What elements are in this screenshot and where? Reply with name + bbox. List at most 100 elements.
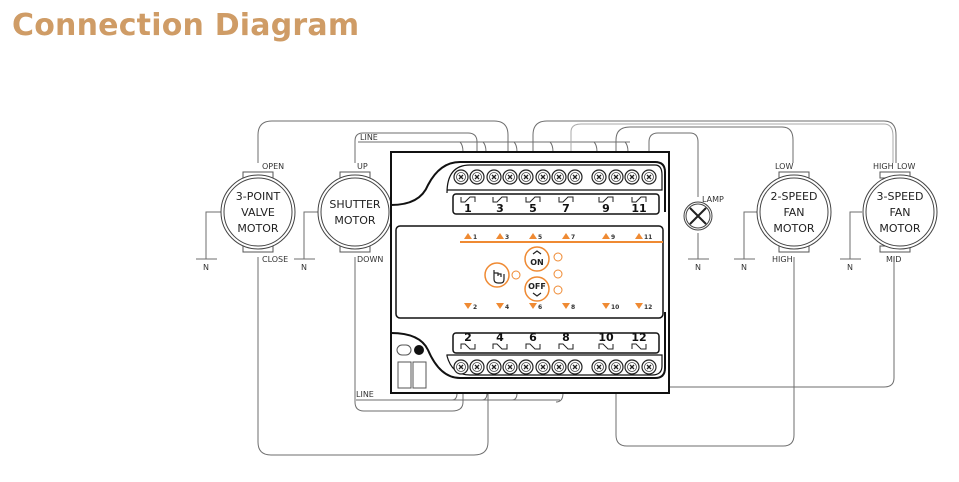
terminal-label: MID <box>886 255 901 264</box>
triangle-down-icon <box>529 303 537 309</box>
line-label-bottom: LINE <box>356 390 374 399</box>
screw-terminal[interactable] <box>518 359 534 375</box>
triangle-down-icon <box>562 303 570 309</box>
line-label-top: LINE <box>360 133 378 142</box>
motor-name: MOTOR <box>334 214 376 227</box>
triangle-up-icon <box>562 233 570 239</box>
channel-indicator: 1 <box>464 233 477 241</box>
screw-terminal[interactable] <box>453 169 469 185</box>
motor-name: FAN <box>783 206 804 219</box>
motor-name: VALVE <box>241 206 275 219</box>
screw-terminal[interactable] <box>535 169 551 185</box>
wire-shutter-line <box>354 132 478 163</box>
motor-name: FAN <box>889 206 910 219</box>
screw-terminal[interactable] <box>486 169 502 185</box>
screw-terminal[interactable] <box>567 359 583 375</box>
channel-indicator: 11 <box>635 233 652 241</box>
screw-terminal[interactable] <box>518 169 534 185</box>
chevron-up-icon <box>532 250 542 255</box>
relay-number: 7 <box>562 202 570 215</box>
wire-lamp <box>648 132 699 197</box>
wiring-bottom <box>257 257 895 456</box>
wire-fan2-high <box>615 257 795 447</box>
triangle-up-icon <box>602 233 610 239</box>
motor-name: 3-SPEED <box>877 190 924 203</box>
channel-number: 5 <box>538 234 542 241</box>
dip-switch <box>412 361 427 389</box>
relay-number: 11 <box>631 202 646 215</box>
screw-terminal[interactable] <box>502 359 518 375</box>
channel-indicator: 12 <box>635 303 652 311</box>
screw-terminal[interactable] <box>567 169 583 185</box>
screw-terminal[interactable] <box>551 169 567 185</box>
fan3-motor: 3-SPEED FAN MOTOR HIGH LOW MID <box>862 162 938 264</box>
motor-name: 2-SPEED <box>771 190 818 203</box>
top-screw-terminals <box>453 169 657 185</box>
screw-terminal[interactable] <box>624 169 640 185</box>
wire-valve-close <box>257 257 489 456</box>
screw-terminal[interactable] <box>551 359 567 375</box>
channel-indicator: 7 <box>562 233 575 241</box>
channel-indicator: 2 <box>464 303 477 311</box>
channel-indicator: 3 <box>496 233 509 241</box>
relay-contact: 6 <box>525 331 541 350</box>
terminal-label: OPEN <box>262 162 284 171</box>
screw-terminal[interactable] <box>535 359 551 375</box>
terminal-label: LOW <box>775 162 793 171</box>
relay-contact: 10 <box>598 331 614 350</box>
touch-button[interactable] <box>484 262 510 288</box>
status-led <box>414 345 424 355</box>
touch-hand-icon <box>493 270 505 284</box>
terminal-label: CLOSE <box>262 255 288 264</box>
screw-terminal[interactable] <box>608 359 624 375</box>
channel-number: 7 <box>571 234 575 241</box>
relay-contact: 8 <box>558 331 574 350</box>
screw-terminal[interactable] <box>469 359 485 375</box>
wire-valve-open <box>257 120 509 163</box>
screw-terminal[interactable] <box>591 359 607 375</box>
channel-number: 3 <box>505 234 509 241</box>
screw-terminal[interactable] <box>486 359 502 375</box>
screw-terminal[interactable] <box>641 169 657 185</box>
terminal-label: HIGH <box>772 255 793 264</box>
wire-fan3-mid <box>668 257 895 388</box>
motor-name: MOTOR <box>879 222 921 235</box>
screw-terminal[interactable] <box>624 359 640 375</box>
relay-contact: 7 <box>558 196 574 215</box>
indicator-led <box>553 252 563 262</box>
on-button[interactable]: ON <box>524 246 550 272</box>
screw-terminal[interactable] <box>641 359 657 375</box>
channel-number: 4 <box>505 304 509 311</box>
terminal-label: UP <box>357 162 368 171</box>
terminal-label: LOW <box>897 162 915 171</box>
screw-terminal[interactable] <box>469 169 485 185</box>
relay-contact: 1 <box>460 196 476 215</box>
channel-number: 8 <box>571 304 575 311</box>
lamp: LAMP <box>683 195 724 231</box>
motor-name: 3-POINT <box>236 190 281 203</box>
screw-terminal[interactable] <box>591 169 607 185</box>
triangle-up-icon <box>529 233 537 239</box>
wire-fan2-low <box>615 126 794 163</box>
channel-indicator: 8 <box>562 303 575 311</box>
screw-terminal[interactable] <box>502 169 518 185</box>
channel-number: 2 <box>473 304 477 311</box>
triangle-down-icon <box>496 303 504 309</box>
motor-name: SHUTTER <box>329 198 381 211</box>
neutral-connections: N N N N N <box>196 211 862 272</box>
valve-motor: 3-POINT VALVE MOTOR OPEN CLOSE <box>220 162 296 264</box>
off-button[interactable]: OFF <box>524 276 550 302</box>
relay-contact: 12 <box>631 331 647 350</box>
screw-terminal[interactable] <box>453 359 469 375</box>
screw-terminal[interactable] <box>608 169 624 185</box>
relay-number: 1 <box>464 202 472 215</box>
on-label: ON <box>530 258 544 267</box>
channel-number: 9 <box>611 234 615 241</box>
wire-fan3-low <box>570 123 894 163</box>
triangle-down-icon <box>602 303 610 309</box>
